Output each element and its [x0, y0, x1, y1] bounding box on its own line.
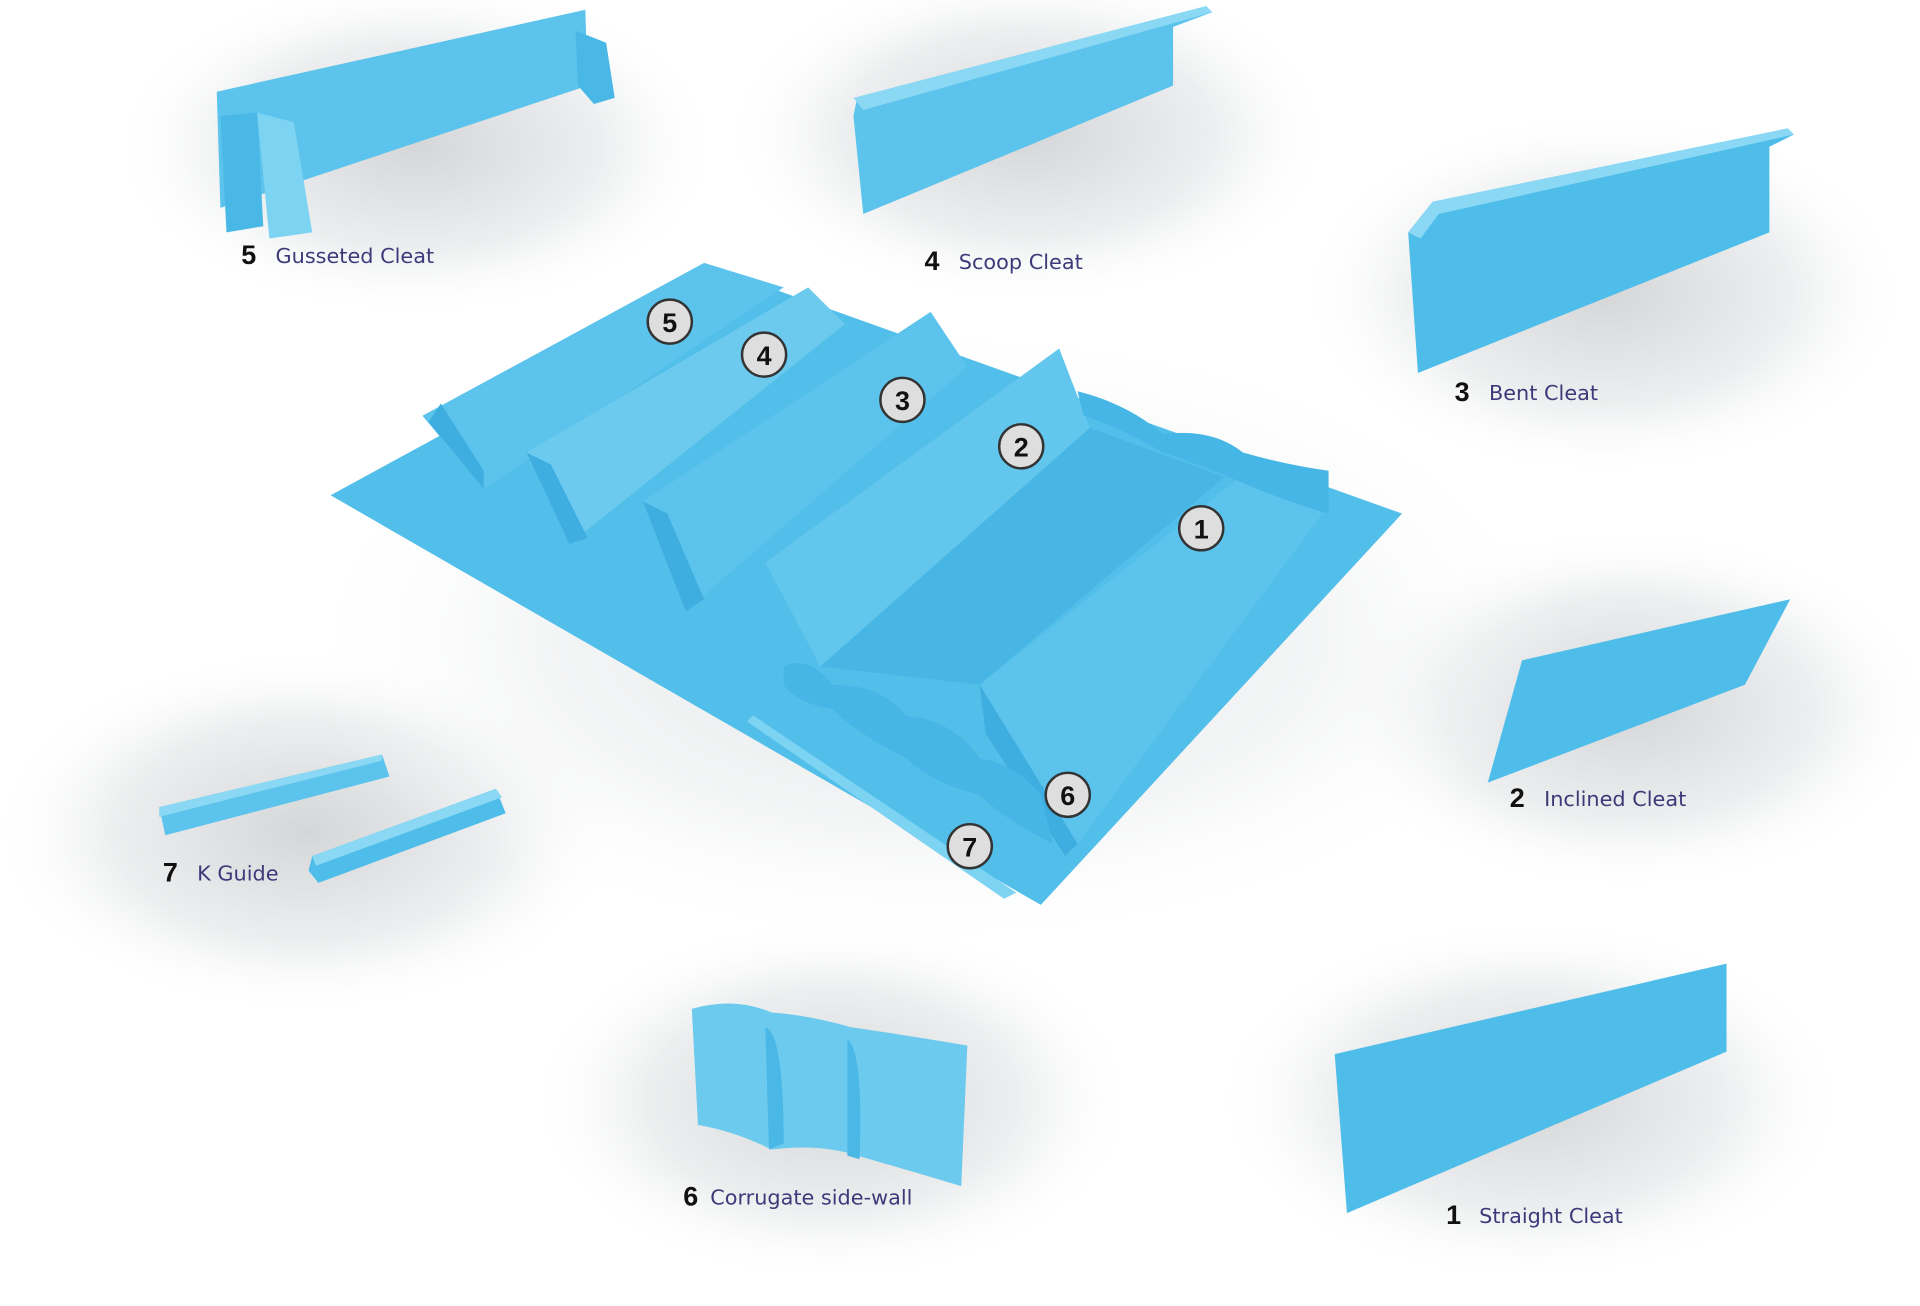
marker-4: 4	[740, 331, 788, 378]
corrugate-side-wall-image	[691, 1003, 968, 1187]
inclined-cleat-image	[1487, 599, 1791, 783]
label-scoop-cleat: 4 Scoop Cleat	[924, 246, 1082, 276]
marker-1: 1	[1177, 505, 1225, 552]
label-corrugate-side-wall: 6 Corrugate side-wall	[683, 1182, 912, 1212]
label-gusseted-cleat: 5 Gusseted Cleat	[241, 240, 434, 270]
marker-3: 3	[879, 376, 926, 424]
marker-5: 5	[646, 298, 694, 345]
label-straight-cleat: 1 Straight Cleat	[1446, 1200, 1623, 1230]
svg-text:Corrugate side-wall: Corrugate side-wall	[710, 1186, 912, 1210]
svg-text:4: 4	[757, 341, 772, 371]
svg-text:4: 4	[924, 246, 939, 276]
svg-text:Scoop Cleat: Scoop Cleat	[959, 250, 1083, 274]
label-bent-cleat: 3 Bent Cleat	[1455, 377, 1598, 407]
gusseted-cleat-image	[216, 9, 615, 239]
svg-text:3: 3	[895, 386, 910, 416]
svg-text:6: 6	[1060, 781, 1075, 811]
svg-text:1: 1	[1194, 515, 1209, 545]
svg-text:5: 5	[662, 308, 677, 338]
svg-text:2: 2	[1014, 433, 1029, 463]
k-guide-image	[159, 754, 506, 883]
svg-text:Straight Cleat: Straight Cleat	[1479, 1204, 1623, 1228]
svg-text:2: 2	[1510, 783, 1525, 813]
svg-text:K Guide: K Guide	[197, 861, 278, 885]
svg-text:3: 3	[1455, 377, 1470, 407]
marker-2: 2	[997, 423, 1045, 470]
svg-text:Inclined Cleat: Inclined Cleat	[1544, 787, 1686, 811]
marker-6: 6	[1044, 771, 1092, 819]
svg-text:7: 7	[962, 832, 977, 862]
scoop-cleat-image	[853, 6, 1213, 214]
svg-text:7: 7	[163, 858, 178, 888]
bent-cleat-image	[1408, 128, 1794, 373]
svg-text:5: 5	[241, 240, 256, 270]
marker-7: 7	[946, 822, 994, 870]
label-inclined-cleat: 2 Inclined Cleat	[1510, 783, 1686, 813]
belt-markers: 5 4 3 2 1 6 7	[646, 298, 1225, 870]
label-k-guide: 7 K Guide	[163, 858, 279, 888]
svg-text:Bent Cleat: Bent Cleat	[1489, 381, 1598, 405]
svg-text:Gusseted Cleat: Gusseted Cleat	[276, 244, 435, 268]
svg-text:1: 1	[1446, 1200, 1461, 1230]
svg-text:6: 6	[683, 1182, 698, 1212]
part-labels: 5 Gusseted Cleat 4 Scoop Cleat 3 Bent Cleat…	[163, 240, 1686, 1230]
straight-cleat-image	[1334, 963, 1727, 1214]
